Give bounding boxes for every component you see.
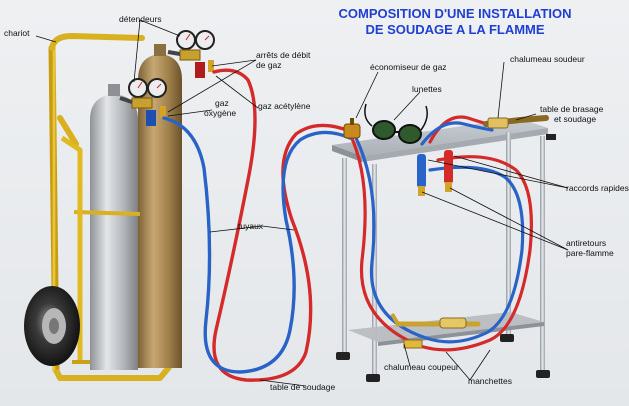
title-line-1: COMPOSITION D'UNE INSTALLATION — [338, 6, 572, 21]
goggles — [364, 103, 428, 144]
label-table-soudage: table de soudage — [270, 382, 336, 392]
label-arrets-line-2: de gaz — [256, 60, 282, 70]
gas-economiser — [343, 118, 361, 139]
leader-lines — [35, 19, 569, 387]
title-line-2: DE SOUDAGE A LA FLAMME — [365, 22, 545, 37]
hoses — [162, 68, 533, 382]
label-arrets-line-1: arrêts de débit — [256, 50, 311, 60]
label-manchettes: manchettes — [468, 376, 512, 386]
cutting-torch — [390, 312, 481, 349]
label-antiretours-line-1: antiretours — [566, 238, 607, 248]
label-raccords-rapides: raccords rapides — [566, 183, 629, 193]
label-economiseur: économiseur de gaz — [370, 62, 447, 72]
oxygen-regulator — [119, 78, 167, 126]
label-gaz-oxygene-line-2: oxygène — [204, 108, 237, 118]
acetylene-regulator — [167, 30, 215, 78]
acetylene-cylinder — [138, 44, 182, 368]
label-tuyaux: tuyaux — [238, 221, 264, 231]
label-chalumeau-soudeur: chalumeau soudeur — [510, 54, 585, 64]
label-antiretours-line-2: pare-flamme — [566, 248, 614, 258]
quick-couplers — [417, 150, 453, 196]
label-lunettes: lunettes — [412, 84, 442, 94]
diagram-title: COMPOSITION D'UNE INSTALLATION DE SOUDAG… — [305, 6, 605, 38]
label-table-brasage-line-2: et soudage — [554, 114, 597, 124]
label-detendeurs: détendeurs — [119, 14, 162, 24]
label-chariot: chariot — [4, 28, 30, 38]
label-chalumeau-coupeur: chalumeau coupeur — [384, 362, 459, 372]
welding-torch — [483, 115, 549, 129]
label-gaz-acetylene: gaz acétylène — [258, 101, 311, 111]
trolley-wheel — [24, 286, 80, 366]
oxygen-cylinder — [90, 84, 138, 370]
label-table-brasage-line-1: table de brasage — [540, 104, 604, 114]
label-gaz-oxygene-line-1: gaz — [215, 98, 229, 108]
